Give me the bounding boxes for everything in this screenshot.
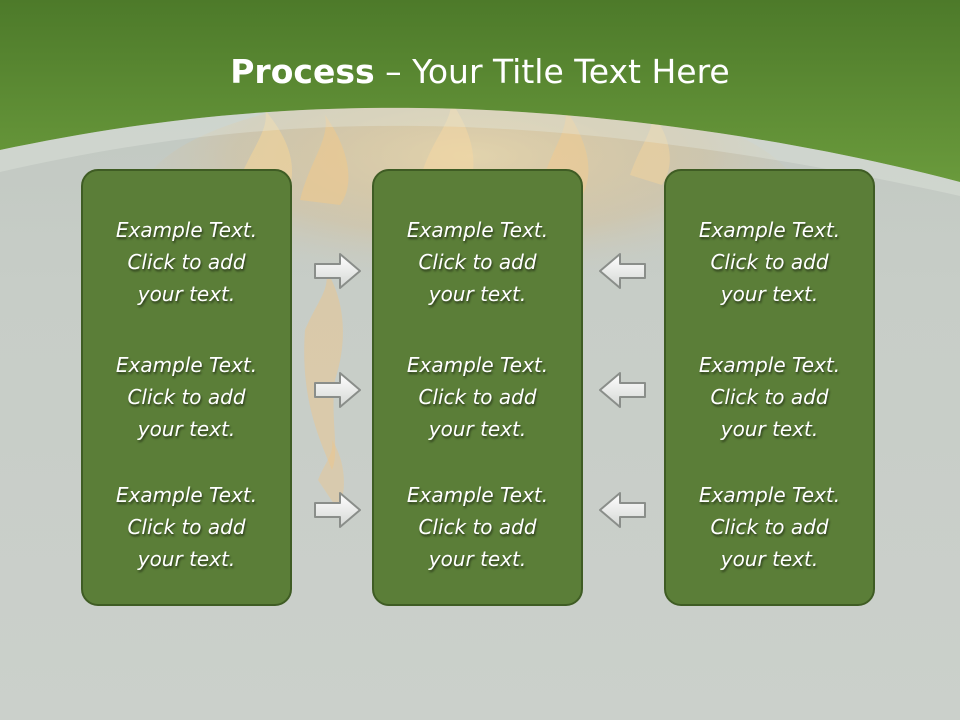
text-item[interactable]: Example Text. Click to add your text. xyxy=(666,479,873,575)
header-band xyxy=(0,0,960,196)
text-line: Click to add xyxy=(710,515,829,539)
arrow-right-icon xyxy=(313,490,363,530)
text-line: Example Text. xyxy=(698,483,841,507)
arrow-left-icon xyxy=(597,251,647,291)
text-line: Click to add xyxy=(127,250,246,274)
text-line: Example Text. xyxy=(115,218,258,242)
text-line: your text. xyxy=(137,417,236,441)
text-line: Click to add xyxy=(710,250,829,274)
arrow-left-icon xyxy=(597,490,647,530)
text-line: your text. xyxy=(137,547,236,571)
arrow-left-icon xyxy=(597,370,647,410)
title-bold: Process xyxy=(230,52,375,91)
process-box-center[interactable]: Example Text. Click to add your text. Ex… xyxy=(372,169,583,606)
text-line: your text. xyxy=(428,417,527,441)
arrow-right-icon xyxy=(313,251,363,291)
text-line: Click to add xyxy=(127,385,246,409)
text-line: Example Text. xyxy=(406,218,549,242)
text-line: Example Text. xyxy=(698,218,841,242)
text-item[interactable]: Example Text. Click to add your text. xyxy=(374,214,581,310)
text-line: your text. xyxy=(720,547,819,571)
arrow-right-icon xyxy=(313,370,363,410)
title-rest: – Your Title Text Here xyxy=(374,52,730,91)
process-box-left[interactable]: Example Text. Click to add your text. Ex… xyxy=(81,169,292,606)
process-box-right[interactable]: Example Text. Click to add your text. Ex… xyxy=(664,169,875,606)
text-item[interactable]: Example Text. Click to add your text. xyxy=(374,349,581,445)
text-line: Example Text. xyxy=(115,483,258,507)
text-line: Click to add xyxy=(127,515,246,539)
text-line: Click to add xyxy=(418,515,537,539)
text-line: your text. xyxy=(720,417,819,441)
text-line: Click to add xyxy=(710,385,829,409)
text-line: Example Text. xyxy=(406,483,549,507)
text-line: Example Text. xyxy=(115,353,258,377)
text-item[interactable]: Example Text. Click to add your text. xyxy=(666,349,873,445)
text-line: your text. xyxy=(428,547,527,571)
text-item[interactable]: Example Text. Click to add your text. xyxy=(83,214,290,310)
text-item[interactable]: Example Text. Click to add your text. xyxy=(83,349,290,445)
text-line: Click to add xyxy=(418,385,537,409)
text-line: Example Text. xyxy=(406,353,549,377)
text-line: your text. xyxy=(137,282,236,306)
text-line: your text. xyxy=(720,282,819,306)
slide-title: Process – Your Title Text Here xyxy=(0,52,960,91)
text-item[interactable]: Example Text. Click to add your text. xyxy=(83,479,290,575)
text-item[interactable]: Example Text. Click to add your text. xyxy=(666,214,873,310)
text-line: Example Text. xyxy=(698,353,841,377)
text-line: your text. xyxy=(428,282,527,306)
text-line: Click to add xyxy=(418,250,537,274)
text-item[interactable]: Example Text. Click to add your text. xyxy=(374,479,581,575)
